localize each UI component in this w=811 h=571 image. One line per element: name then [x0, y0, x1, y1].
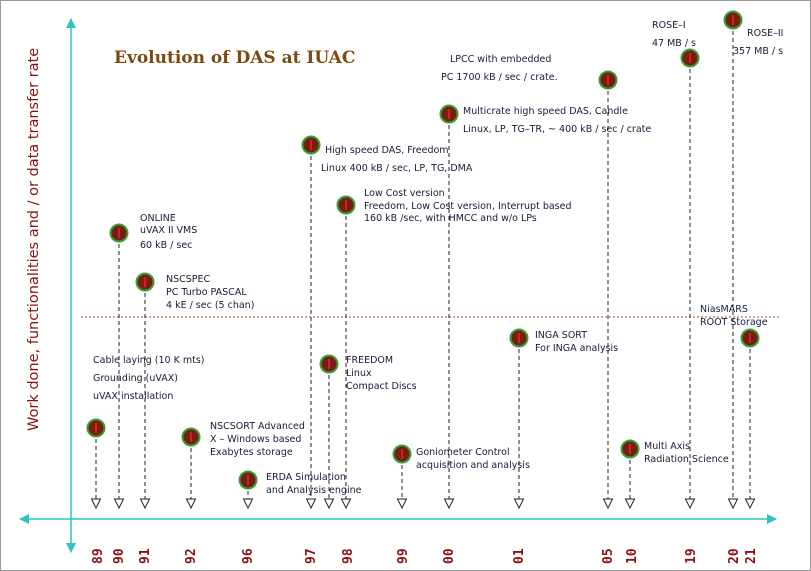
milestone-lpcc: LPCC with embedded PC 1700 kB / sec / cra…: [441, 54, 618, 510]
milestone-arrow-icon: [305, 498, 317, 510]
milestone-rose-2: ROSE–II 357 MB / s: [723, 10, 783, 510]
milestone-label: uVAX II VMS: [140, 225, 197, 236]
milestones-group: Cable laying (10 K mts) Grounding (uVAX) u…: [86, 10, 783, 510]
milestone-multicrate: Multicrate high speed DAS, CandleLinux, …: [439, 104, 651, 510]
milestone-niasmars: NiasMARS ROOT Storage: [700, 304, 768, 510]
x-axis-tick-label: 91: [138, 548, 153, 564]
milestone-label: LPCC with embedded: [450, 54, 551, 65]
milestone-arrow-icon: [90, 498, 102, 510]
milestone-label: INGA SORT: [535, 330, 587, 341]
x-axis-tick-label: 21: [744, 548, 759, 564]
milestone-label: 4 kE / sec (5 chan): [166, 300, 254, 311]
milestone-label: Grounding (uVAX): [93, 373, 178, 384]
milestone-arrow-icon: [727, 498, 739, 510]
milestone-label: FREEDOM: [346, 355, 393, 366]
milestone-label: Linux: [346, 368, 372, 379]
milestone-label: ROSE–I: [652, 20, 686, 31]
milestone-arrow-icon: [139, 498, 151, 510]
milestone-label: PC 1700 kB / sec / crate.: [441, 72, 558, 83]
x-axis-tick-label: 00: [442, 548, 457, 564]
milestone-arrow-icon: [113, 498, 125, 510]
milestone-label: Freedom, Low Cost version, Interrupt bas…: [364, 201, 572, 212]
milestone-label: acquisition and analysis: [416, 460, 530, 471]
x-axis-tick-label: 01: [512, 548, 527, 564]
milestone-inga-sort: INGA SORT For INGA analysis: [509, 328, 618, 510]
milestone-arrow-icon: [242, 498, 254, 510]
milestone-label: Radiation Science: [644, 454, 729, 465]
milestone-rose-1: ROSE–I 47 MB / s: [652, 20, 700, 510]
milestone-arrow-icon: [684, 498, 696, 510]
milestone-erda: ERDA Simulation and Analysis engine: [238, 470, 362, 510]
milestone-label: Goniometer Control: [416, 447, 510, 458]
milestone-label: Multi Axis: [644, 441, 690, 452]
milestone-arrow-icon: [396, 498, 408, 510]
x-axis-tick-label: 20: [727, 548, 742, 564]
milestone-label: X – Windows based: [210, 434, 301, 445]
milestone-arrow-icon: [340, 498, 352, 510]
milestone-label: Compact Discs: [346, 381, 417, 392]
milestone-label: 60 kB / sec: [140, 240, 192, 251]
x-axis-tick-label: 10: [625, 548, 640, 564]
milestone-label: ROOT Storage: [700, 317, 768, 328]
milestone-arrow-icon: [513, 498, 525, 510]
diagram-title: Evolution of DAS at IUAC: [114, 48, 355, 68]
milestone-arrow-icon: [602, 498, 614, 510]
milestone-arrow-icon: [185, 498, 197, 510]
milestone-label: uVAX installation: [93, 391, 173, 402]
milestone-label: Low Cost version: [364, 188, 445, 199]
x-axis-tick-label: 96: [241, 548, 256, 564]
milestone-label: High speed DAS, Freedom: [325, 145, 449, 156]
milestone-label: ONLINE: [140, 213, 176, 224]
milestone-nscsort: NSCSORT Advanced X – Windows basedExabyte…: [181, 421, 305, 510]
milestone-label: Linux 400 kB / sec, LP, TG, DMA: [321, 163, 473, 174]
milestone-arrow-icon: [624, 498, 636, 510]
milestone-label: NSCSPEC: [166, 274, 211, 285]
milestone-label: NSCSORT Advanced: [210, 421, 305, 432]
milestone-label: Multicrate high speed DAS, Candle: [463, 106, 628, 117]
x-axis-tick-label: 99: [396, 548, 411, 564]
y-axis-bottom-arrow-icon: [66, 543, 76, 553]
milestone-label: Cable laying (10 K mts): [93, 355, 204, 366]
milestone-label: Linux, LP, TG–TR, ~ 400 kB / sec / crate: [463, 124, 651, 135]
milestone-label: ROSE–II: [747, 28, 783, 39]
x-axis-tick-label: 98: [341, 548, 356, 564]
milestone-label: PC Turbo PASCAL: [166, 287, 247, 298]
milestone-label: For INGA analysis: [535, 343, 618, 354]
milestone-arrow-icon: [443, 498, 455, 510]
x-axis-left-arrow-icon: [19, 514, 29, 524]
x-axis-tick-label: 05: [601, 548, 616, 564]
milestone-label: NiasMARS: [700, 304, 748, 315]
x-axis-tick-label: 97: [304, 548, 319, 564]
milestone-label: 160 kB /sec, with HMCC and w/o LPs: [364, 213, 537, 224]
x-axis-tick-label: 89: [91, 548, 106, 564]
x-axis-tick-label: 92: [184, 548, 199, 564]
milestone-label: and Analysis engine: [266, 485, 362, 496]
milestone-goniometer: Goniometer Control acquisition and analys…: [392, 444, 530, 510]
milestone-arrow-icon: [323, 498, 335, 510]
y-axis-label: Work done, functionalities and / or data…: [26, 48, 42, 431]
milestone-label: ERDA Simulation: [266, 472, 346, 483]
milestone-nscspec: NSCSPEC PC Turbo PASCAL 4 kE / sec (5 chan…: [135, 272, 254, 510]
milestone-label: Exabytes storage: [210, 447, 293, 458]
milestone-cable-laying: Cable laying (10 K mts) Grounding (uVAX) u…: [86, 355, 204, 510]
milestone-arrow-icon: [744, 498, 756, 510]
x-axis-tick-label: 90: [112, 548, 127, 564]
milestone-label: 47 MB / s: [652, 38, 696, 49]
x-axis-tick-label: 19: [684, 548, 699, 564]
milestone-label: 357 MB / s: [733, 46, 783, 57]
